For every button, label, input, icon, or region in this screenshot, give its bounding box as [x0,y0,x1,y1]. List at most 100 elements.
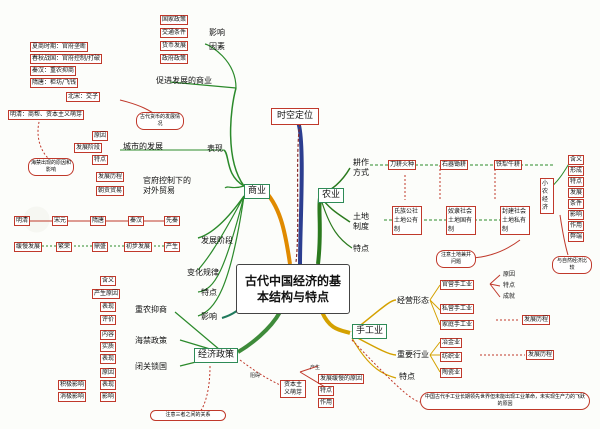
handicraft-history-1: 发展历程 [522,315,551,325]
time-space-node[interactable]: 时空定位 [271,108,320,125]
handicraft-feature-label: 特点 [399,372,415,381]
dynasty-item: 北宋：交子 [66,92,101,102]
stage-feature: 繁荣 [56,242,73,252]
stage-item: 宋元 [52,216,69,226]
dynasty-item: 隋唐：柜坊/飞钱 [30,78,79,88]
official-trade-item: 朝贡贸易 [96,186,125,196]
city-item: 特点 [92,155,109,165]
policy-item: 表现 [100,302,117,312]
capitalism-item: 发展缓慢的原因 [318,374,365,384]
stage-feature: 鼎盛 [92,242,109,252]
handicraft-type: 家庭手工业 [440,320,475,330]
peasant-item: 影响 [568,210,585,220]
dynasty-item: 夏商时期：官府垄断 [30,42,89,52]
factor-item: 国家政策 [160,15,189,25]
land-system-item: 封建社会土地私有制 [500,206,530,235]
central-title-line2: 本结构与特点 [256,290,329,304]
commerce-development-label: 促进发展的商业 [156,76,212,85]
city-item: 发展阶段 [74,143,103,153]
stage-feature: 初步发展 [124,242,153,252]
commerce-impact-label: 影响 [201,312,217,321]
commerce-feature-label: 特点 [201,288,217,297]
peasant-item: 形成 [568,166,585,176]
farming-method-item: 刀耕火种 [388,160,417,170]
dynasty-item: 明清：商帮、资本主义萌芽 [8,110,85,120]
industry-item: 纺织业 [440,352,463,362]
industry-item: 冶金业 [440,338,463,348]
stage-item: 隋唐 [90,216,107,226]
farming-method-item: 铁犁牛耕 [494,160,523,170]
policy-item: 产生原因 [92,289,121,299]
policy-item: 表现 [100,380,117,390]
dynasty-item: 春秋战国：官府控制/打破 [30,54,103,64]
stage-item: 秦汉 [128,216,145,226]
policy-item: 内容 [100,330,117,340]
policy-item: 实质 [100,342,117,352]
policy-item: 影响 [100,392,117,402]
stage-feature: 产生 [164,242,181,252]
capitalism-item: 作用 [318,398,335,408]
handicraft-node[interactable]: 手工业 [352,324,388,339]
official-trade-item: 发展历程 [96,172,125,182]
stage-item: 明清 [14,216,31,226]
land-system-item: 奴隶社会土地国有制 [446,206,476,235]
official-handicraft-item: 特点 [503,282,516,289]
factor-item: 政府政策 [160,54,189,64]
peasant-item: 发展 [568,188,585,198]
official-handicraft-item: 成就 [503,293,516,300]
change-pattern-label: 变化规律 [187,268,219,277]
policy-item: 原因 [100,368,117,378]
economic-policy-node[interactable]: 经济政策 [194,348,239,363]
peasant-item: 作用 [568,221,585,231]
official-trade-label: 官府控制下的对外贸易 [143,176,191,195]
stage-feature: 缓慢发展 [14,242,43,252]
city-item: 原因 [92,131,109,141]
capitalism-obstruct-tag: 阻碍 [250,373,261,379]
farming-method-item: 石器锄耕 [440,160,469,170]
factor-item: 货币发展 [160,41,189,51]
development-stage-label: 发展阶段 [201,236,233,245]
closed-door-label: 闭关锁国 [135,362,167,371]
peasant-item: 条件 [568,199,585,209]
capitalism-sprouts-node: 资本主义萌芽 [280,380,306,398]
industry-item: 陶瓷业 [440,368,463,378]
sea-ban-note: 海禁出现的原因和影响 [28,158,74,176]
farming-method-label: 耕作方式 [353,158,369,177]
handicraft-type: 私营手工业 [440,304,475,314]
official-handicraft-item: 原因 [503,271,516,278]
peasant-item: 含义 [568,155,585,165]
capitalism-item: 特点 [318,386,335,396]
central-topic: 古代中国经济的基本结构与特点 [236,264,350,314]
central-title-line1: 古代中国经济的基 [244,274,341,288]
sea-ban-label: 海禁政策 [135,336,167,345]
relationship-note: 注意三者之间的关系 [150,410,226,421]
commerce-node[interactable]: 商业 [244,184,271,199]
handicraft-history-2: 发展历程 [526,350,555,360]
policy-effect: 消极影响 [58,392,87,402]
agriculture-priority-label: 重农抑商 [135,305,167,314]
business-form-label: 经营形态 [397,296,429,305]
policy-item: 表现 [100,354,117,364]
land-system-label: 土地制度 [353,212,369,231]
dynasty-item: 秦汉：重农抑商 [30,66,77,76]
key-industries-label: 重要行业 [397,350,429,359]
commerce-factors-label: 因素 [209,42,225,51]
stage-item: 先秦 [164,216,181,226]
agriculture-node[interactable]: 农业 [318,188,345,203]
land-annexation-note: 注意土地兼并问题 [436,250,476,268]
commerce-influence-label: 影响 [209,28,225,37]
policy-item: 含义 [100,276,117,286]
land-system-item: 氏族公社土地公有制 [392,206,422,235]
peasant-item: 特点 [568,177,585,187]
capitalism-produce-tag: 产生 [310,365,321,371]
small-peasant-economy: 小农经济 [540,178,554,214]
policy-effect: 积极影响 [58,380,87,390]
handicraft-type: 官营手工业 [440,280,475,290]
policy-item: 评价 [100,315,117,325]
natural-economy-compare: 与自然经济比较 [552,256,592,274]
commerce-expression-label: 表现 [207,144,223,153]
peasant-item: 弊端 [568,232,585,242]
industrial-revolution-note: 中国古代手工业长期领先世界但未能出现工业革命，未实现生产力的飞跃的原因 [420,392,590,410]
factor-item: 交通条件 [160,28,189,38]
